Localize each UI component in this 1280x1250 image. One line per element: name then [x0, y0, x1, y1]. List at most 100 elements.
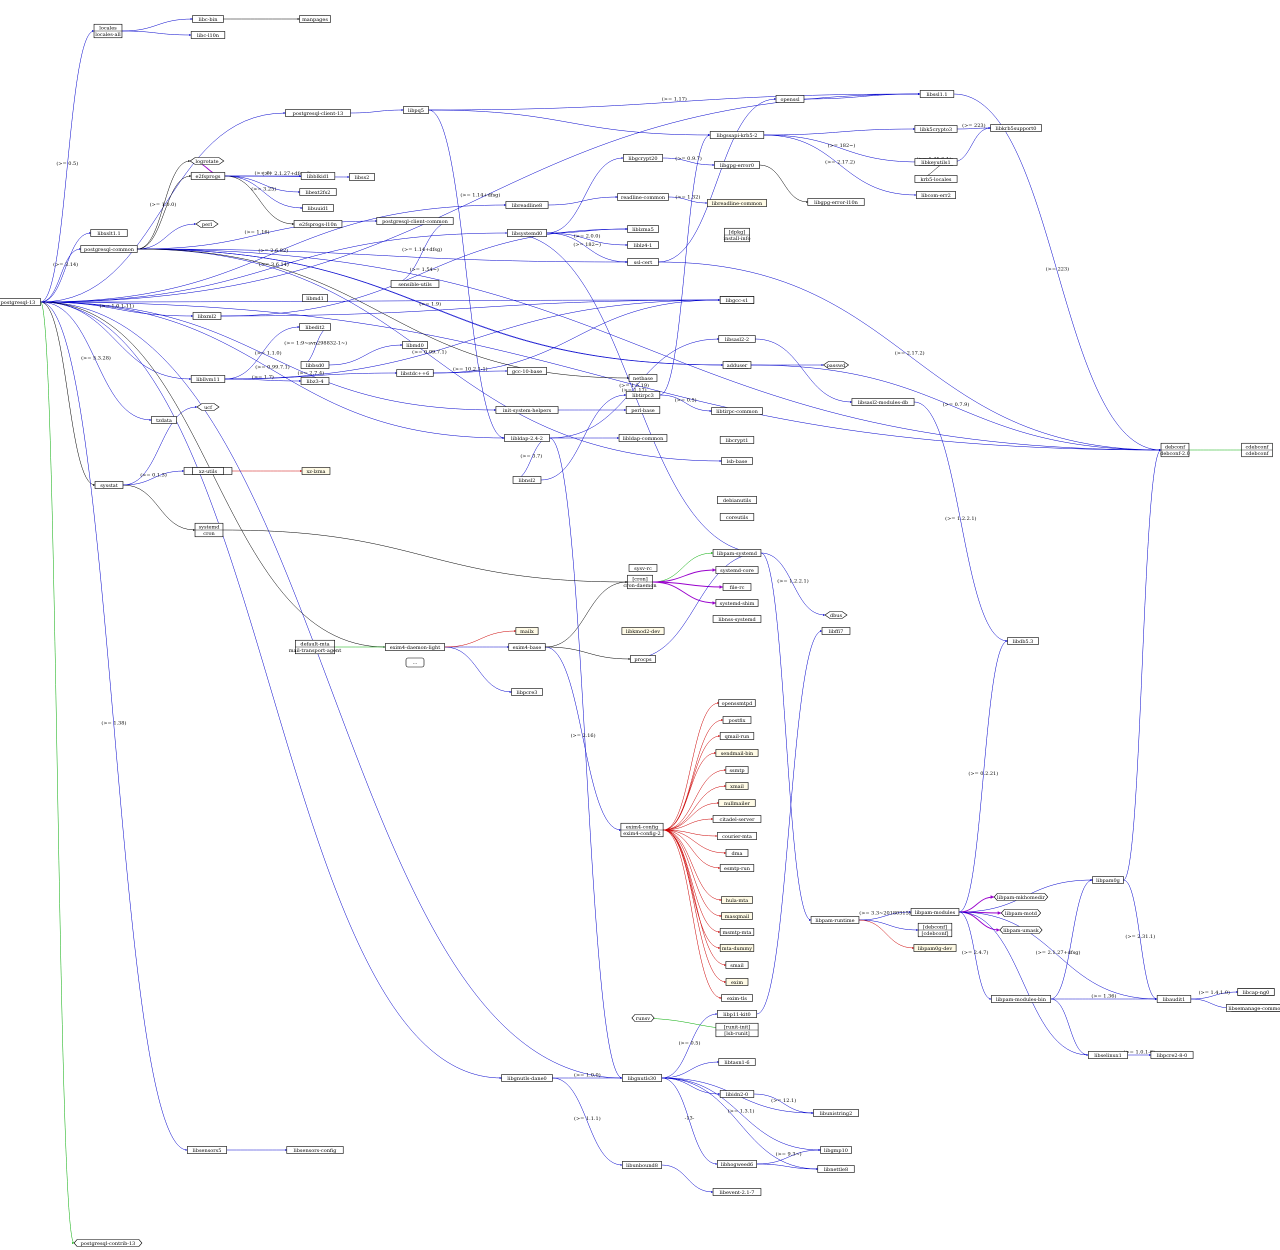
- package-node-sensible[interactable]: sensible-utils: [390, 280, 440, 288]
- package-node-liblz4[interactable]: liblz4-1: [627, 241, 659, 249]
- package-node-systemd-shim[interactable]: systemd-shim: [715, 599, 759, 607]
- package-node-libp11[interactable]: libp11-kit0: [717, 1010, 757, 1018]
- package-node-pgclientcommon[interactable]: postgresql-client-common: [376, 217, 454, 225]
- package-node-libsensors5[interactable]: libsensors5: [187, 1146, 227, 1154]
- package-node-hula[interactable]: hula-mta: [721, 896, 753, 904]
- package-node-root[interactable]: postgresql-13: [0, 298, 41, 306]
- package-node-perl[interactable]: perl: [195, 220, 219, 228]
- package-node-libstdc[interactable]: libstdc++6: [396, 369, 434, 377]
- package-node-exim4[interactable]: exim4-daemon-light: [385, 643, 445, 651]
- package-node-libpam-systemd[interactable]: libpam-systemd: [712, 549, 762, 557]
- package-node-procps[interactable]: procps: [630, 655, 656, 663]
- package-node-exim[interactable]: exim: [725, 978, 749, 986]
- package-node-systemd-core[interactable]: systemd-core: [715, 566, 759, 574]
- package-node-libgpg-error0[interactable]: libgpg-error0: [714, 161, 760, 169]
- package-node-exim-tls[interactable]: exim-tls: [721, 994, 753, 1002]
- package-node-libllvm11[interactable]: libllvm11: [190, 375, 226, 383]
- package-node-libffi7[interactable]: libffi7: [821, 627, 851, 635]
- package-node-ssmtp[interactable]: ssmtp: [725, 766, 749, 774]
- package-node-xmail[interactable]: xmail: [725, 782, 749, 790]
- package-node-libgnutls30[interactable]: libgnutls30: [622, 1074, 662, 1082]
- package-node-dbus[interactable]: dbus: [824, 611, 848, 619]
- package-node-libldap[interactable]: libldap-2.4-2: [504, 434, 550, 442]
- package-node-libnsl2[interactable]: libnsl2: [512, 476, 542, 484]
- package-node-libc-bin[interactable]: libc-bin: [192, 15, 224, 23]
- package-node-libbsd0[interactable]: libbsd0: [300, 361, 330, 369]
- package-node-sysstat[interactable]: sysstat: [94, 481, 124, 489]
- package-node-cron[interactable]: [cron]cron-daemon: [623, 574, 657, 590]
- package-node-mta-dummy[interactable]: mta-dummy: [719, 944, 755, 952]
- package-node-coreutils[interactable]: coreutils: [719, 513, 755, 521]
- package-node-libz3[interactable]: libz3-4: [300, 377, 330, 385]
- package-node-ucf2[interactable]: ucf: [196, 403, 220, 411]
- package-node-pgcommon[interactable]: postgresql-common: [80, 245, 138, 253]
- package-node-liblzma5[interactable]: liblzma5: [627, 225, 659, 233]
- package-node-openssl[interactable]: openssl: [775, 95, 805, 103]
- package-node-citadel[interactable]: citadel-server: [712, 815, 762, 823]
- package-node-libgpg-error-l10n[interactable]: libgpg-error-l10n: [807, 198, 865, 206]
- package-node-libext2fs2[interactable]: libext2fs2: [299, 188, 337, 196]
- package-node-libsensors-config[interactable]: libsensors-config: [286, 1146, 344, 1154]
- package-node-init-system-helpers[interactable]: init-system-helpers: [495, 406, 559, 414]
- ellipsis-node[interactable]: …: [405, 657, 425, 668]
- package-node-libnettle8[interactable]: libnettle8: [817, 1165, 855, 1173]
- package-node-runit[interactable]: [runit-init][lsb-runit]: [715, 1022, 759, 1037]
- package-node-libmd0[interactable]: libmd0: [402, 341, 428, 349]
- package-node-libcrypt1[interactable]: libcrypt1: [719, 436, 755, 444]
- package-node-perl-base[interactable]: perl-base: [625, 406, 661, 414]
- package-node-libdb5[interactable]: libdb5.3: [1007, 637, 1039, 645]
- package-node-exim4-base[interactable]: exim4-base: [508, 643, 546, 651]
- package-node-libcrypt2[interactable]: libgcrypt20: [623, 154, 663, 162]
- package-node-libpam0g-dev[interactable]: libpam0g-dev: [913, 944, 957, 952]
- package-node-e2fsprogs[interactable]: e2fsprogs: [190, 172, 226, 180]
- package-node-libreadline8[interactable]: libreadline8: [505, 201, 549, 209]
- package-node-libtirpc-common[interactable]: libtirpc-common: [711, 407, 763, 415]
- package-node-logrotate[interactable]: logrotate: [189, 157, 225, 165]
- package-node-libhogweed6[interactable]: libhogweed6: [717, 1160, 757, 1168]
- package-node-mailx[interactable]: mailx: [515, 627, 539, 635]
- package-node-netbase[interactable]: netbase: [628, 374, 658, 382]
- package-node-libk5crypto3[interactable]: libk5crypto3: [914, 125, 958, 133]
- package-node-libxml2[interactable]: libxml2: [192, 312, 222, 320]
- package-node-libss2[interactable]: libss2: [349, 173, 375, 181]
- package-node-libblkid1[interactable]: libblkid1: [300, 172, 336, 180]
- package-node-tzdata[interactable]: tzdata: [151, 416, 177, 424]
- package-node-libgnutls-dane0[interactable]: libgnutls-dane0: [501, 1074, 553, 1082]
- package-node-libcap-ng[interactable]: libcap-ng0: [1237, 988, 1275, 996]
- package-node-lsb-base[interactable]: lsb-base: [721, 457, 753, 465]
- package-node-xz-utils[interactable]: xz-utils: [192, 467, 224, 475]
- package-node-libpq5[interactable]: libpq5: [403, 106, 429, 114]
- package-node-libidn2[interactable]: libidn2-0: [719, 1090, 755, 1098]
- package-node-libunistring2[interactable]: libunistring2: [813, 1109, 859, 1117]
- package-node-libldap-common[interactable]: libldap-common: [618, 434, 668, 442]
- package-node-adduser[interactable]: adduser: [722, 361, 752, 369]
- package-node-libselinux1[interactable]: libselinux1: [1088, 1051, 1128, 1059]
- package-node-libpam-runtime[interactable]: libpam-runtime: [810, 916, 860, 924]
- package-node-nullmailer[interactable]: nullmailer: [718, 799, 756, 807]
- package-node-postgresql-contrib[interactable]: postgresql-contrib-13: [73, 1239, 143, 1247]
- package-node-debianutils[interactable]: debianutils: [717, 496, 757, 504]
- package-node-libkmod[interactable]: libkmod2-dev: [621, 627, 665, 635]
- package-node-libpam-mkhomedir[interactable]: libpam-mkhomedir: [993, 893, 1049, 901]
- package-node-libtasn1[interactable]: libtasn1-6: [718, 1058, 756, 1066]
- package-node-libnss-systemd[interactable]: libnss-systemd: [712, 615, 762, 623]
- package-node-sysv-rc[interactable]: sysv-rc: [628, 564, 658, 572]
- package-node-libpcre3[interactable]: libpcre3: [511, 688, 543, 696]
- package-node-libunbound8[interactable]: libunbound8: [622, 1161, 662, 1169]
- package-node-libgcc-s1[interactable]: libgcc-s1: [719, 296, 755, 304]
- package-node-libuuid1[interactable]: libuuid1: [302, 204, 334, 212]
- package-node-libxslt[interactable]: libxslt1.1: [90, 229, 128, 237]
- package-node-libedit2[interactable]: libedit2: [299, 323, 331, 331]
- package-node-gcc-base[interactable]: gcc-10-base: [507, 367, 547, 375]
- package-node-manpages[interactable]: manpages: [299, 15, 331, 23]
- package-node-e2fsprogs-l10n[interactable]: e2fsprogs-l10n: [293, 220, 343, 228]
- package-node-libsystemd0[interactable]: libsystemd0: [507, 229, 547, 237]
- package-node-pgclient[interactable]: postgresql-client-13: [285, 109, 351, 117]
- package-node-libsasl2-modules-db[interactable]: libsasl2-modules-db: [851, 398, 915, 406]
- package-node-sendmail[interactable]: sendmail-bin: [715, 749, 759, 757]
- package-node-libpcre2[interactable]: libpcre2-8-0: [1150, 1051, 1194, 1059]
